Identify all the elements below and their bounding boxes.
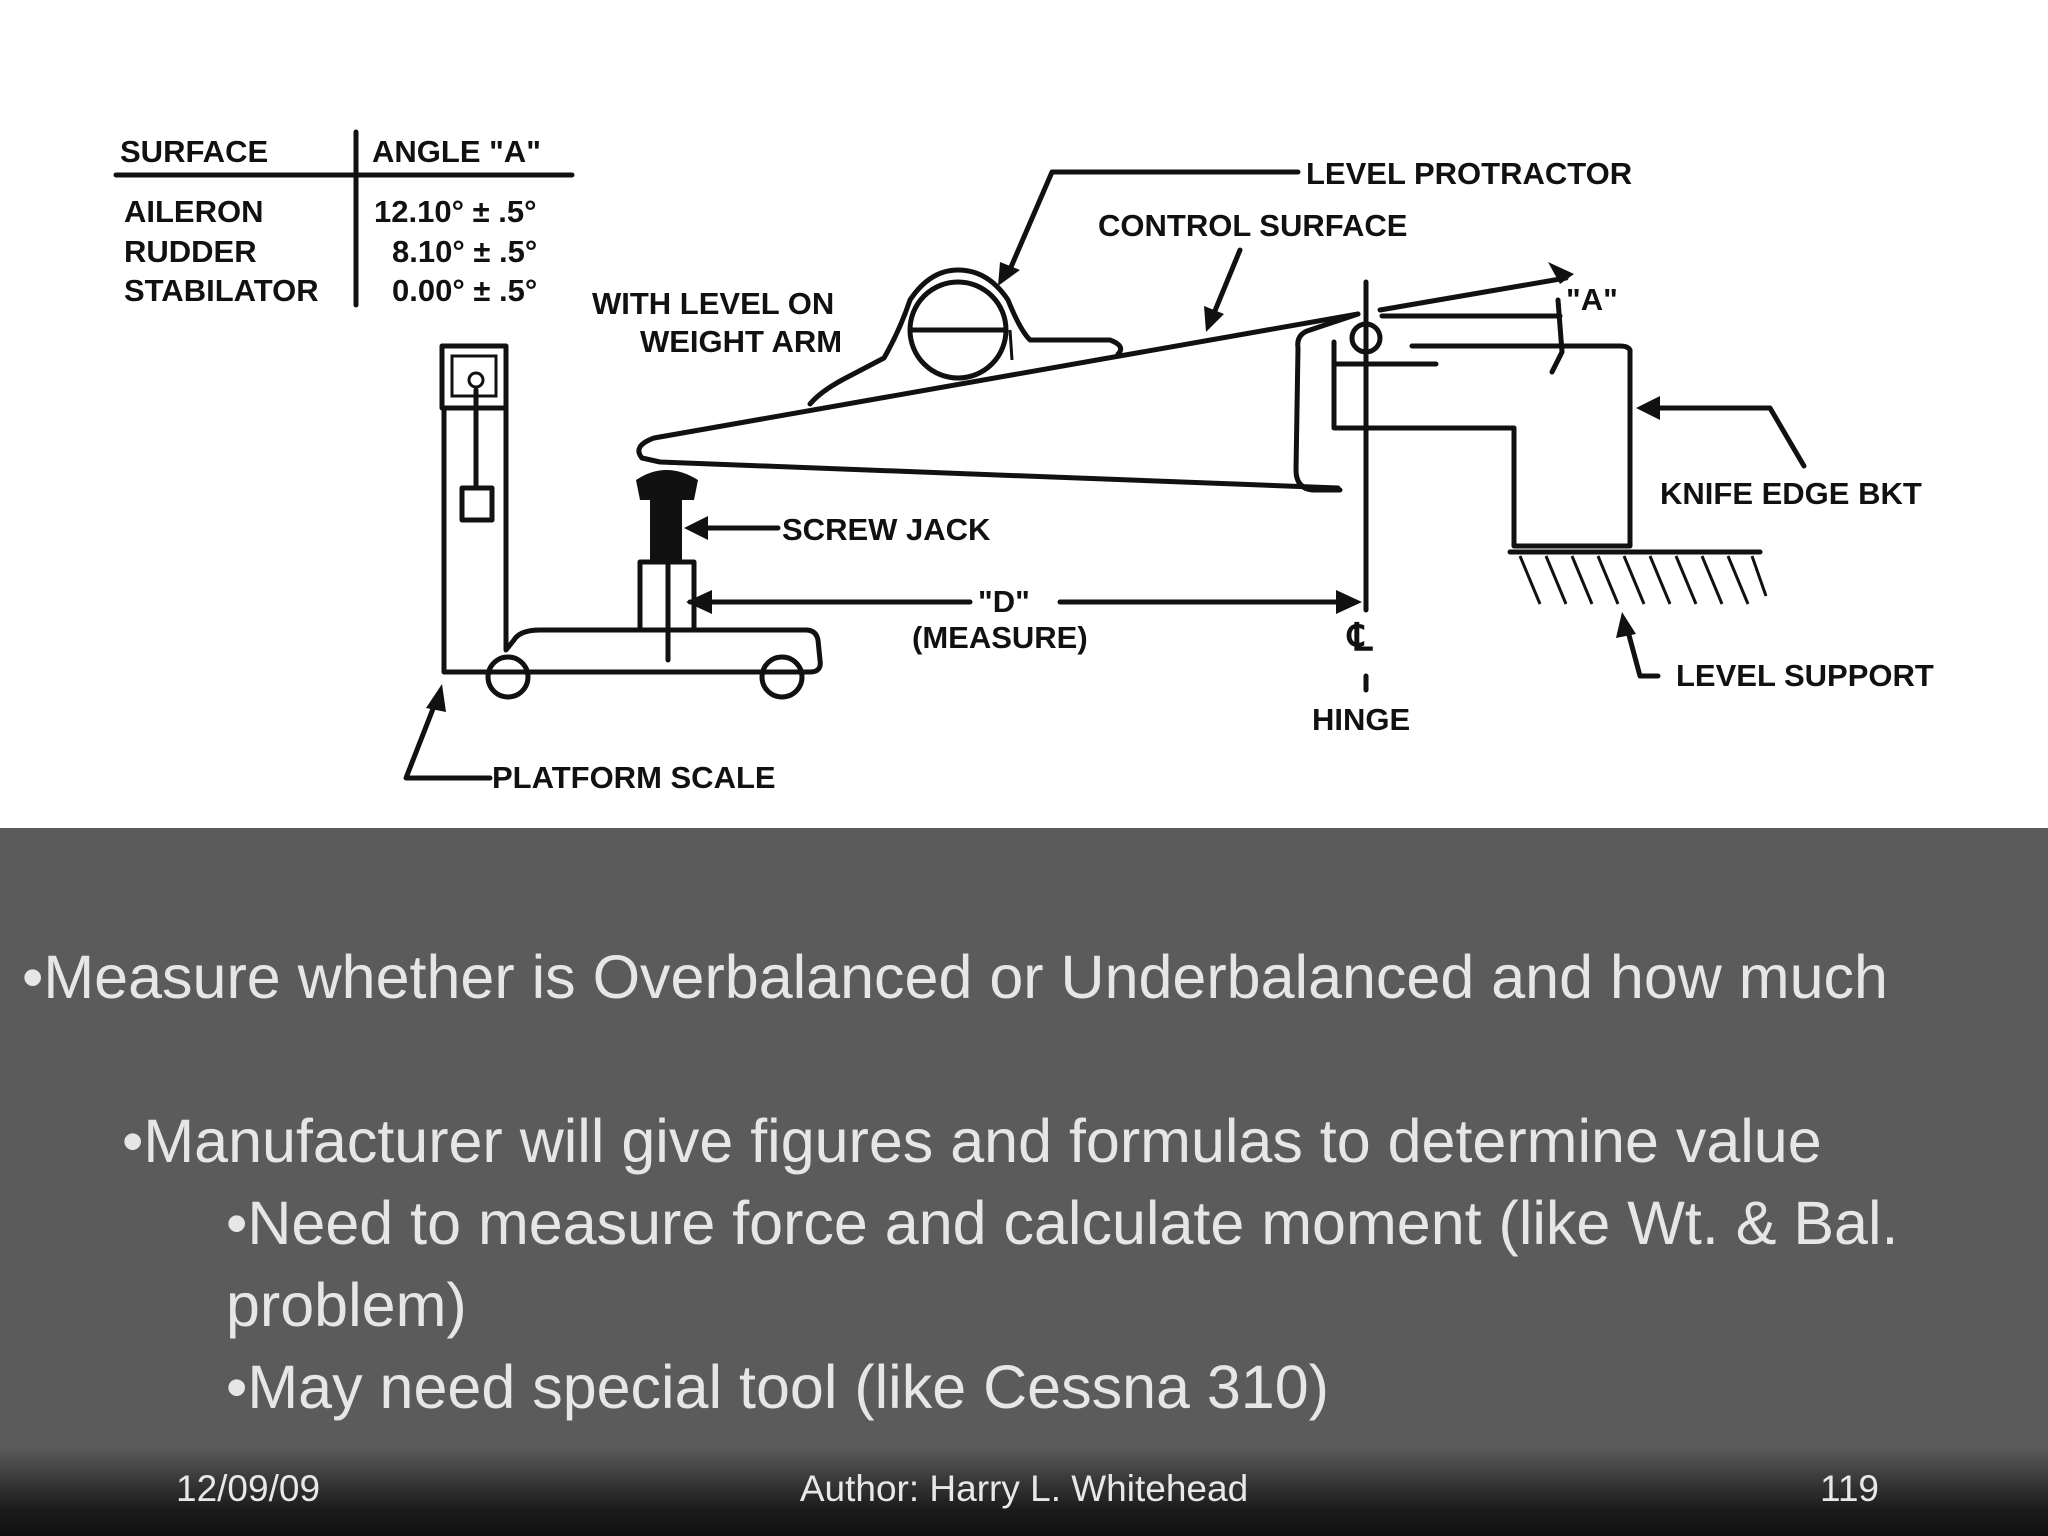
label-knife-edge-bkt: KNIFE EDGE BKT [1660, 476, 1922, 511]
label-screw-jack: SCREW JACK [782, 512, 991, 547]
bullet-level-2: •Manufacturer will give figures and form… [122, 1107, 1822, 1175]
table-header-angle: ANGLE "A" [372, 134, 541, 169]
label-with-level: WITH LEVEL ON [592, 286, 834, 321]
angle-table: SURFACE ANGLE "A" AILERON 12.10° ± .5° R… [113, 129, 575, 308]
slide-footer: 12/09/09 Author: Harry L. Whitehead 119 [0, 1448, 2048, 1536]
bullet-level-1: •Measure whether is Overbalanced or Unde… [22, 943, 1888, 1011]
label-level-support: LEVEL SUPPORT [1676, 658, 1934, 693]
table-row-surface: AILERON [124, 194, 264, 229]
slide-body: •Measure whether is Overbalanced or Unde… [0, 828, 2048, 1448]
bullet-level-3: •Need to measure force and calculate mom… [226, 1189, 1899, 1339]
table-row-angle: 12.10° ± .5° [374, 194, 536, 229]
label-control-surface: CONTROL SURFACE [1098, 208, 1407, 243]
label-measure: (MEASURE) [912, 620, 1088, 655]
footer-page-number: 119 [1820, 1468, 1879, 1509]
angle-a-indicator [1377, 262, 1574, 375]
screw-jack [636, 470, 698, 663]
table-row-surface: STABILATOR [124, 273, 319, 308]
label-angle-a: "A" [1566, 282, 1618, 317]
bullet-level-3: •May need special tool (like Cessna 310) [226, 1353, 1329, 1421]
label-level-protractor: LEVEL PROTRACTOR [1306, 156, 1632, 191]
control-surface [636, 267, 1361, 493]
footer-date: 12/09/09 [176, 1468, 321, 1509]
label-d: "D" [978, 584, 1030, 619]
platform-scale [439, 343, 823, 700]
label-hinge: HINGE [1312, 702, 1410, 737]
table-row-angle: 0.00° ± .5° [392, 273, 537, 308]
arrows [403, 169, 1807, 781]
label-platform-scale: PLATFORM SCALE [492, 760, 776, 795]
knife-edge-bracket [1331, 279, 1768, 613]
diagram-drawing: SURFACE ANGLE "A" AILERON 12.10° ± .5° R… [113, 129, 1934, 795]
table-row-surface: RUDDER [124, 234, 257, 269]
table-header-surface: SURFACE [120, 134, 268, 169]
footer-author: Author: Harry L. Whitehead [799, 1468, 1249, 1509]
table-row-angle: 8.10° ± .5° [392, 234, 537, 269]
label-weight-arm: WEIGHT ARM [640, 324, 842, 359]
label-centerline: ℄ [1346, 617, 1373, 659]
balance-diagram: SURFACE ANGLE "A" AILERON 12.10° ± .5° R… [0, 0, 2048, 828]
